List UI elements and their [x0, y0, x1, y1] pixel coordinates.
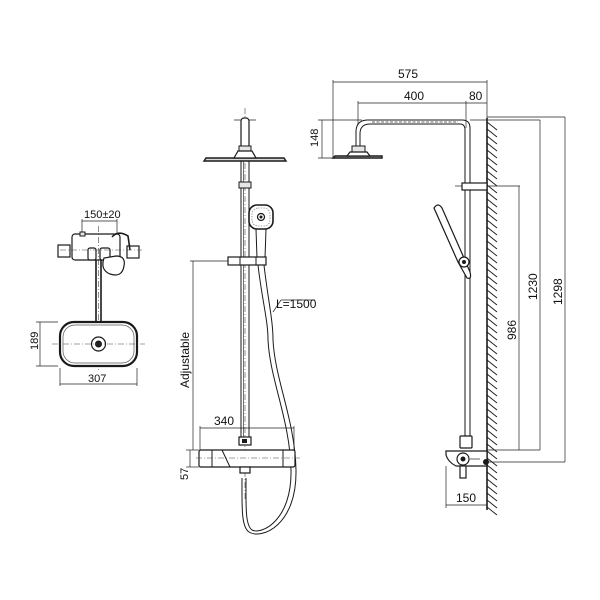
mixer-width-label: 340 — [214, 414, 234, 428]
inlet-spacing-dimension: 150±20 — [81, 209, 121, 233]
arm-reach-dimension: 400 80 — [357, 89, 487, 128]
shower-arm-front — [234, 117, 256, 152]
thermostatic-mixer-front — [196, 449, 300, 474]
riser-pipe-front — [238, 161, 252, 438]
side-view: 575 400 80 148 — [309, 67, 566, 516]
thermostatic-mixer-side — [445, 435, 489, 479]
rain-head-side — [331, 145, 383, 159]
mixer-body-top — [57, 231, 142, 276]
arm-height-label: 1230 — [526, 273, 540, 300]
head-width-label: 307 — [88, 373, 106, 385]
head-depth-label: 189 — [29, 332, 41, 350]
rain-head-top — [52, 320, 145, 368]
shower-hose-front: L=1500 — [241, 264, 317, 535]
head-depth-dimension: 189 — [29, 321, 58, 367]
rain-head-front — [202, 150, 288, 162]
adjustable-label: Adjustable — [178, 332, 192, 388]
hand-shower-front — [248, 204, 274, 259]
slide-bracket-side — [455, 182, 520, 191]
hose-length-label: L=1500 — [276, 297, 317, 311]
hand-shower-side — [433, 204, 472, 279]
mixer-height-label: 57 — [179, 468, 191, 480]
arm-total-dimension: 575 — [332, 67, 488, 158]
head-height-dimension: 148 — [309, 119, 362, 159]
mixer-width-dimension: 340 — [199, 414, 295, 450]
wall — [486, 118, 498, 516]
overall-height-label: 1298 — [551, 278, 565, 305]
mixer-depth-dimension: 150 — [445, 466, 488, 508]
bracket-height-label: 986 — [505, 320, 519, 340]
wall-offset-label: 80 — [469, 89, 483, 103]
top-view: 150±20 — [29, 209, 145, 386]
head-height-label: 148 — [309, 129, 321, 147]
adjustable-dimension: Adjustable — [178, 260, 228, 450]
slide-bracket-front — [227, 256, 267, 266]
height-dimensions: 986 1230 1298 — [487, 117, 566, 463]
arm-total-label: 575 — [398, 67, 418, 81]
shower-arm-side — [355, 116, 565, 440]
arm-reach-label: 400 — [404, 89, 424, 103]
head-width-dimension: 307 — [59, 368, 138, 386]
front-view: Adjustable L=1500 340 — [178, 108, 317, 535]
inlet-spacing-label: 150±20 — [84, 209, 121, 221]
mixer-height-dimension: 57 — [179, 449, 199, 480]
mixer-depth-label: 150 — [456, 491, 476, 505]
